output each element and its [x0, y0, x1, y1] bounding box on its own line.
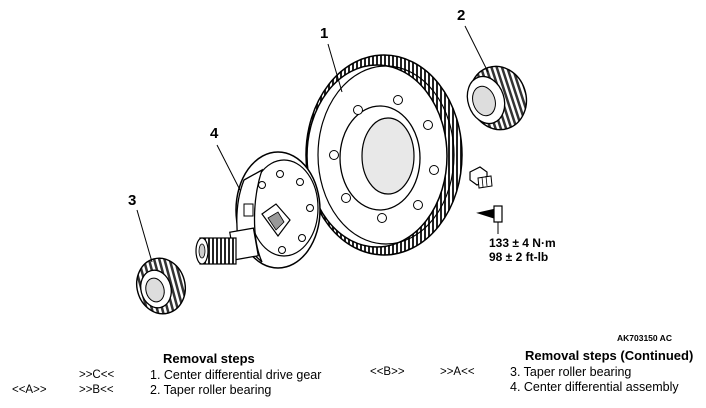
removal-step-3: 3. Taper roller bearing — [510, 365, 632, 379]
step-ref: <<B>> — [370, 366, 405, 378]
step-ref: >>B<< — [79, 384, 114, 396]
drive-gear-bolt — [469, 166, 493, 189]
step-ref: >>C<< — [79, 369, 115, 381]
torque-arrow-icon — [476, 205, 503, 234]
removal-steps-heading: Removal steps — [163, 351, 255, 366]
drive-gear — [305, 54, 463, 256]
step-ref: <<A>> — [12, 384, 47, 396]
callout-1: 1 — [320, 25, 329, 42]
callout-4: 4 — [210, 125, 219, 142]
removal-step-2: 2. Taper roller bearing — [150, 383, 272, 397]
taper-roller-bearing-upper — [466, 65, 528, 131]
callout-2: 2 — [457, 7, 466, 24]
figure-id: AK703150 AC — [617, 333, 672, 343]
callout-leaders — [136, 25, 489, 263]
removal-step-4: 4. Center differential assembly — [510, 380, 679, 394]
torque-spec-imperial: 98 ± 2 ft-lb — [489, 250, 549, 264]
callout-3: 3 — [128, 192, 137, 209]
taper-roller-bearing-lower — [136, 257, 186, 315]
removal-step-1: 1. Center differential drive gear — [150, 368, 322, 382]
step-ref: >>A<< — [440, 366, 475, 378]
removal-steps-continued-heading: Removal steps (Continued) — [525, 348, 694, 363]
torque-spec-metric: 133 ± 4 N·m — [489, 236, 556, 250]
center-differential-assembly — [195, 151, 321, 269]
